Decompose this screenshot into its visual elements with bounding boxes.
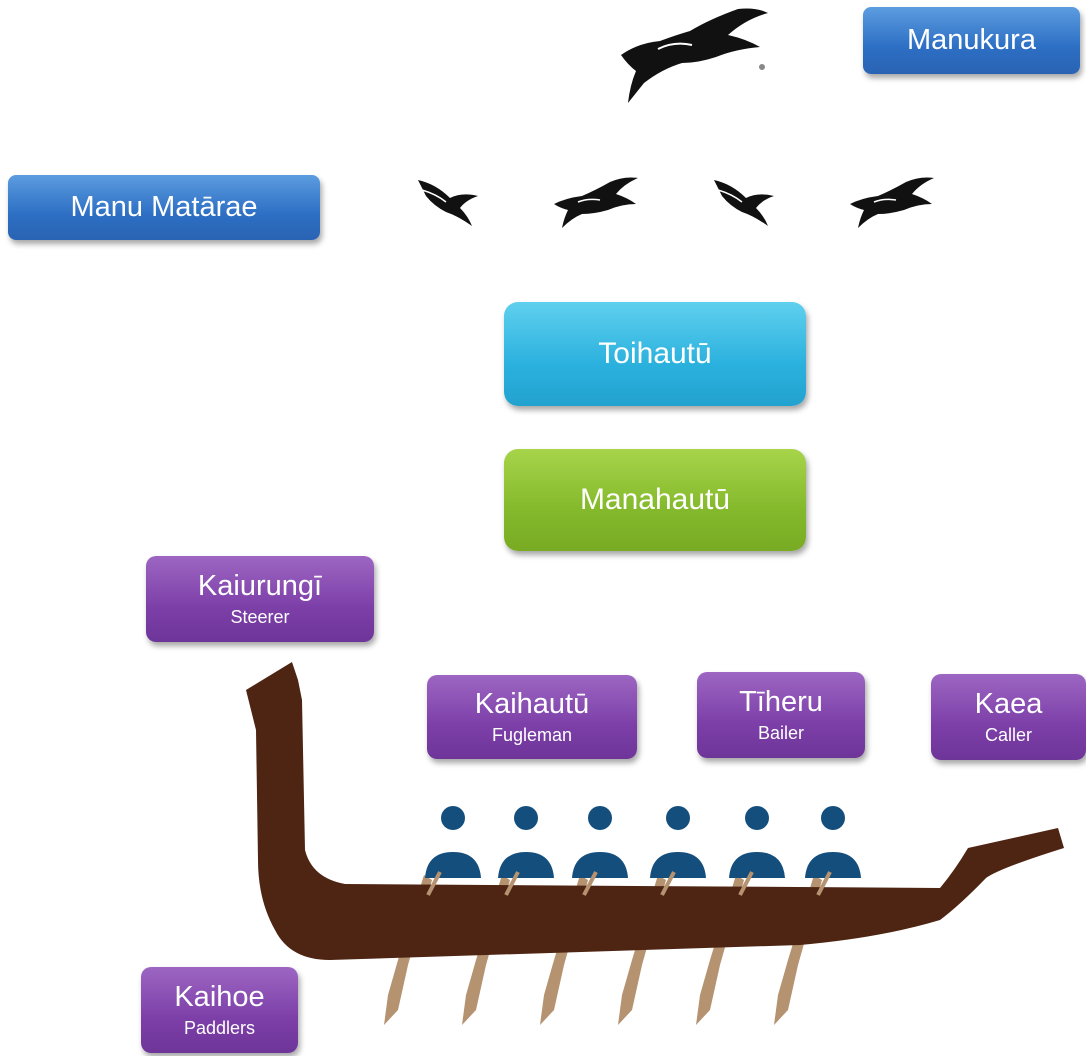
role-manukura-label: Manukura <box>907 23 1036 56</box>
role-kaihoe-desc: Paddlers <box>183 1018 256 1039</box>
role-manu-matarae-label: Manu Matārae <box>70 190 258 223</box>
role-kaiurungi: Kaiurungī Steerer <box>146 556 374 642</box>
role-tiheru: Tīheru Bailer <box>697 672 865 758</box>
role-kaea: Kaea Caller <box>931 674 1086 760</box>
role-kaihautu: Kaihautū Fugleman <box>427 675 637 759</box>
role-manahautu-label: Manahautū <box>579 482 731 516</box>
role-tiheru-desc: Bailer <box>757 723 805 744</box>
paddle-shafts <box>426 871 832 896</box>
role-kaea-label: Kaea <box>974 687 1043 720</box>
canoe-hull <box>246 662 1064 960</box>
albatross-large-icon <box>621 8 768 103</box>
role-kaihautu-label: Kaihautū <box>474 687 590 720</box>
role-manukura: Manukura <box>863 7 1080 74</box>
role-manu-matarae: Manu Matārae <box>8 175 320 240</box>
albatross-small-icon-3 <box>714 180 774 226</box>
albatross-small-icon-4 <box>850 177 934 228</box>
role-kaihoe-label: Kaihoe <box>174 980 265 1013</box>
role-toihautu-label: Toihautū <box>598 336 712 370</box>
role-tiheru-label: Tīheru <box>739 685 823 718</box>
role-kaea-desc: Caller <box>984 725 1032 746</box>
role-kaihautu-desc: Fugleman <box>491 725 573 746</box>
role-toihautu: Toihautū <box>504 302 806 406</box>
role-kaiurungi-label: Kaiurungī <box>197 569 323 602</box>
albatross-small-icon-2 <box>554 177 638 228</box>
albatross-small-icon-1 <box>418 180 478 226</box>
role-manahautu: Manahautū <box>504 449 806 551</box>
paddlers <box>425 806 861 878</box>
role-kaihoe: Kaihoe Paddlers <box>141 967 298 1053</box>
role-kaiurungi-desc: Steerer <box>230 607 290 628</box>
